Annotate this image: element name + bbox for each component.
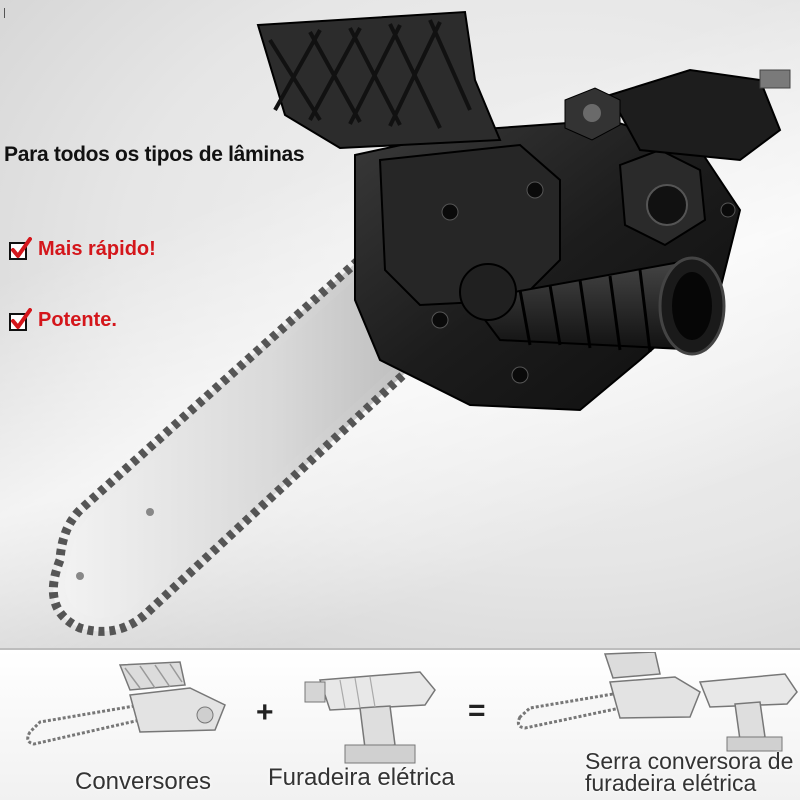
result-caption: Serra conversora de furadeira elétrica [585,748,800,796]
chainsaw-attachment-image [48,10,791,636]
drill-chainsaw-icon [516,652,798,752]
headline: Para todos os tipos de lâminas [4,143,305,166]
chainsaw-converter-icon [26,661,226,746]
equals-sign: = [468,694,486,727]
corner-mark [4,8,5,18]
converter-caption: Conversores [75,768,212,795]
equation-strip: + = Conversores Furadeira elétrica Serra… [0,650,800,800]
feature-item: Mais rápido! [8,237,156,261]
drill-caption: Furadeira elétrica [268,764,455,791]
plus-sign: + [256,696,274,729]
checkbox-checked-icon [9,308,32,331]
guide-bar [48,243,436,636]
feature-label: Mais rápido! [38,237,156,260]
electric-drill-icon [304,671,436,764]
hand-guard [256,10,502,150]
feature-item: Potente. [8,308,117,332]
section-divider [0,648,800,650]
feature-label: Potente. [38,308,117,331]
result-caption-line1: Serra conversora de [585,748,794,774]
result-caption-line2: furadeira elétrica [585,770,757,796]
hero-banner: Para todos os tipos de lâminas Mais rápi… [0,0,800,648]
checkbox-checked-icon [9,237,32,260]
side-handle [459,256,726,356]
